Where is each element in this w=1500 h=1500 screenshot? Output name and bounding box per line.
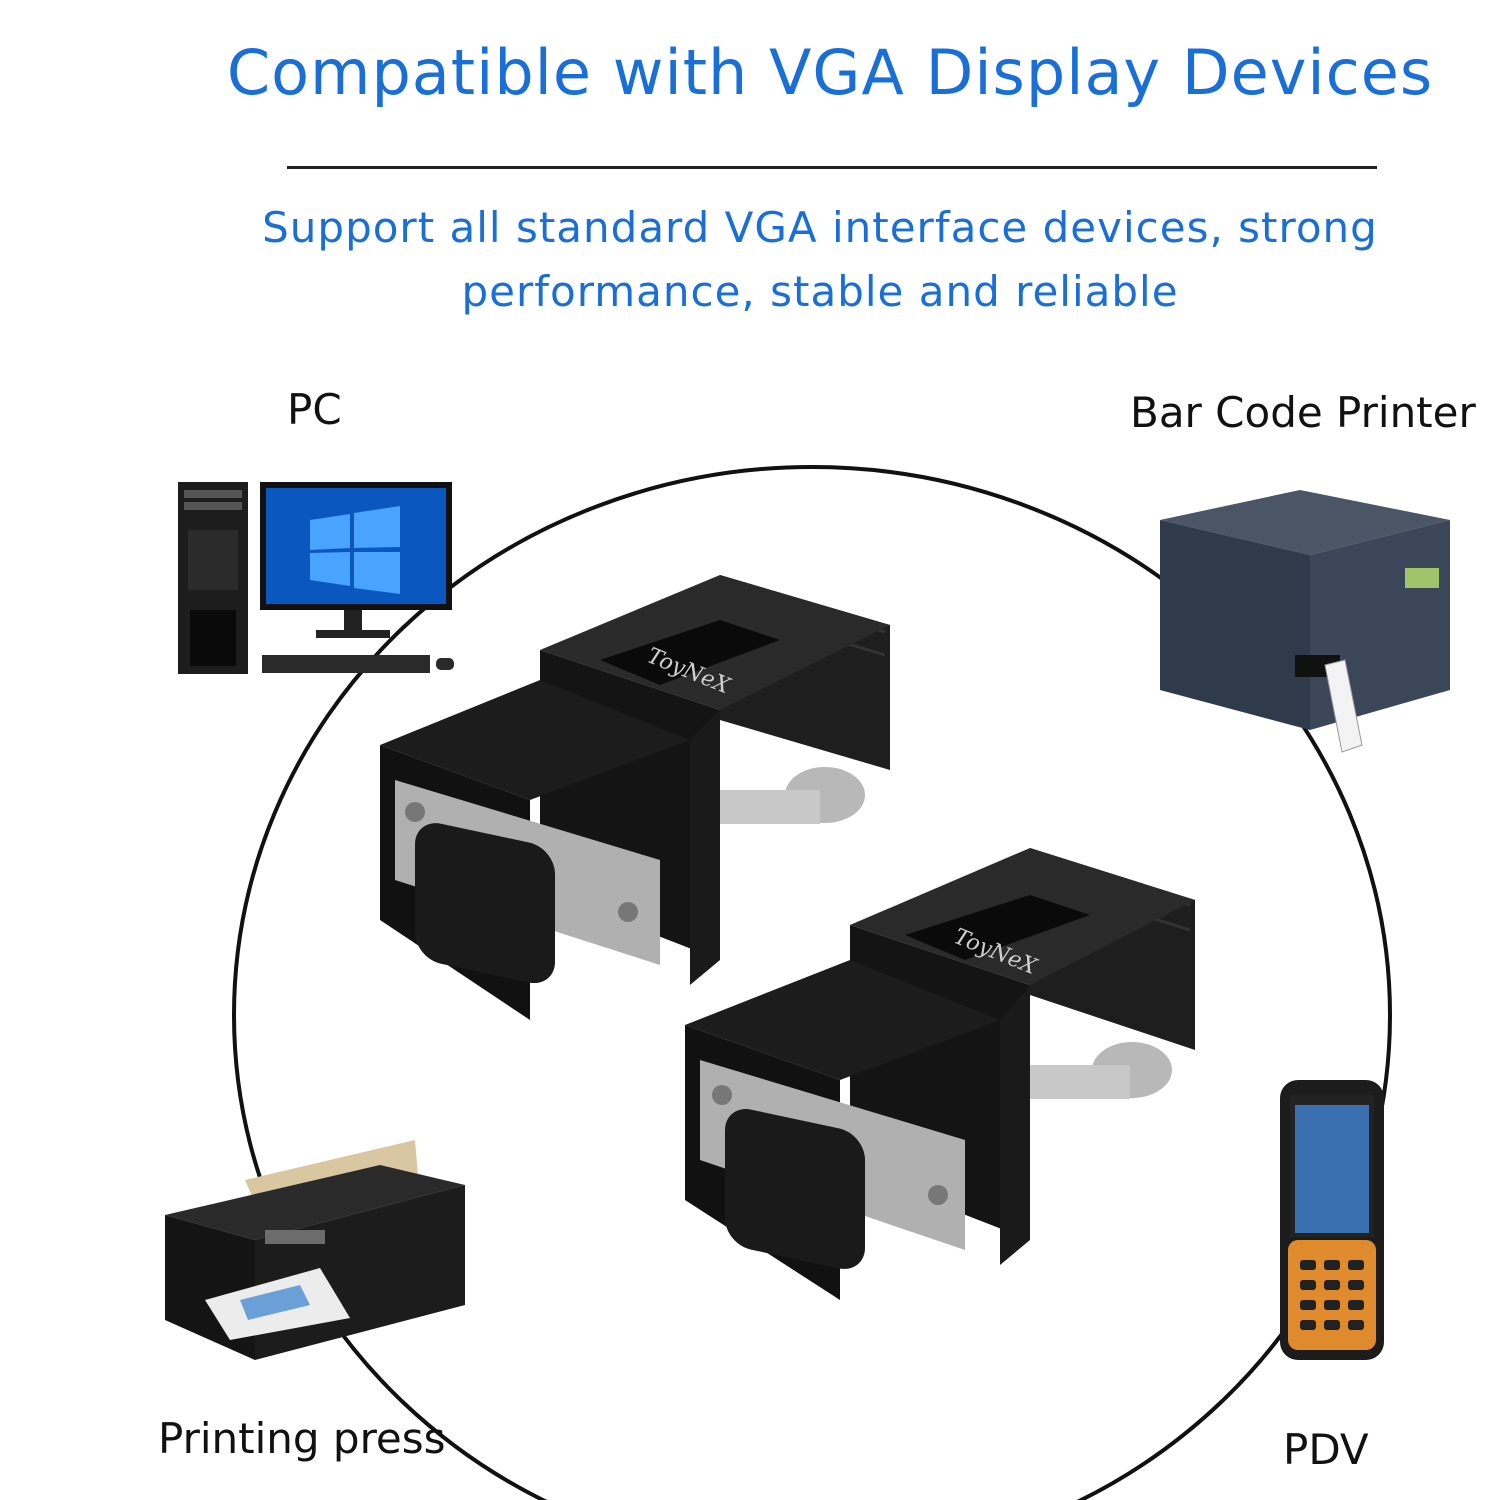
printing-press-image [165, 1140, 465, 1360]
connection-circle [232, 465, 1392, 1500]
pdv-image [1280, 1080, 1384, 1360]
subtitle: Support all standard VGA interface devic… [150, 196, 1490, 324]
subtitle-line-1: Support all standard VGA interface devic… [262, 203, 1378, 252]
label-pc: PC [287, 385, 342, 434]
pc-image [178, 482, 454, 674]
subtitle-line-2: performance, stable and reliable [461, 267, 1179, 316]
page-title: Compatible with VGA Display Devices [226, 36, 1434, 109]
bar-code-printer-image [1160, 490, 1450, 753]
title-divider [287, 166, 1377, 169]
label-bar-code-printer: Bar Code Printer [1130, 388, 1476, 437]
label-pdv: PDV [1283, 1425, 1369, 1474]
label-printing-press: Printing press [158, 1414, 446, 1463]
vga-adapter-right [685, 848, 1195, 1300]
vga-adapter-left [380, 575, 890, 1020]
